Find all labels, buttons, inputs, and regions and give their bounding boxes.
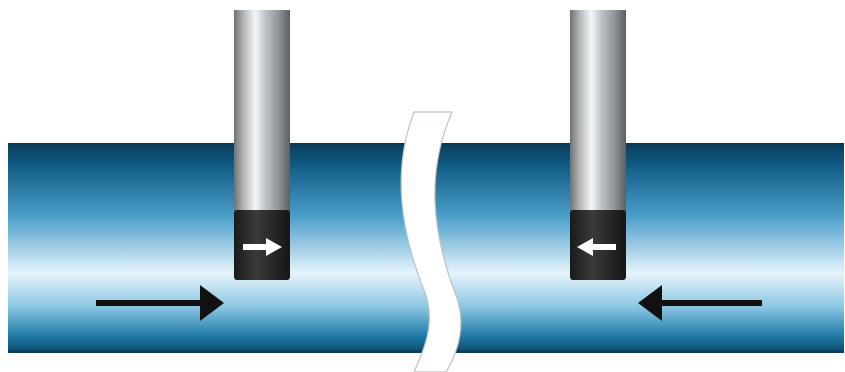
left-sensor <box>234 10 290 280</box>
left-arrow-icon <box>577 238 616 256</box>
right-sensor-rod <box>570 10 626 215</box>
right-flow-arrow <box>638 285 762 321</box>
left-flow-arrow <box>96 285 224 321</box>
right-arrow-icon <box>243 238 282 256</box>
left-sensor-rod <box>234 10 290 215</box>
pipe-break-gap <box>400 111 462 372</box>
right-sensor <box>570 10 626 280</box>
